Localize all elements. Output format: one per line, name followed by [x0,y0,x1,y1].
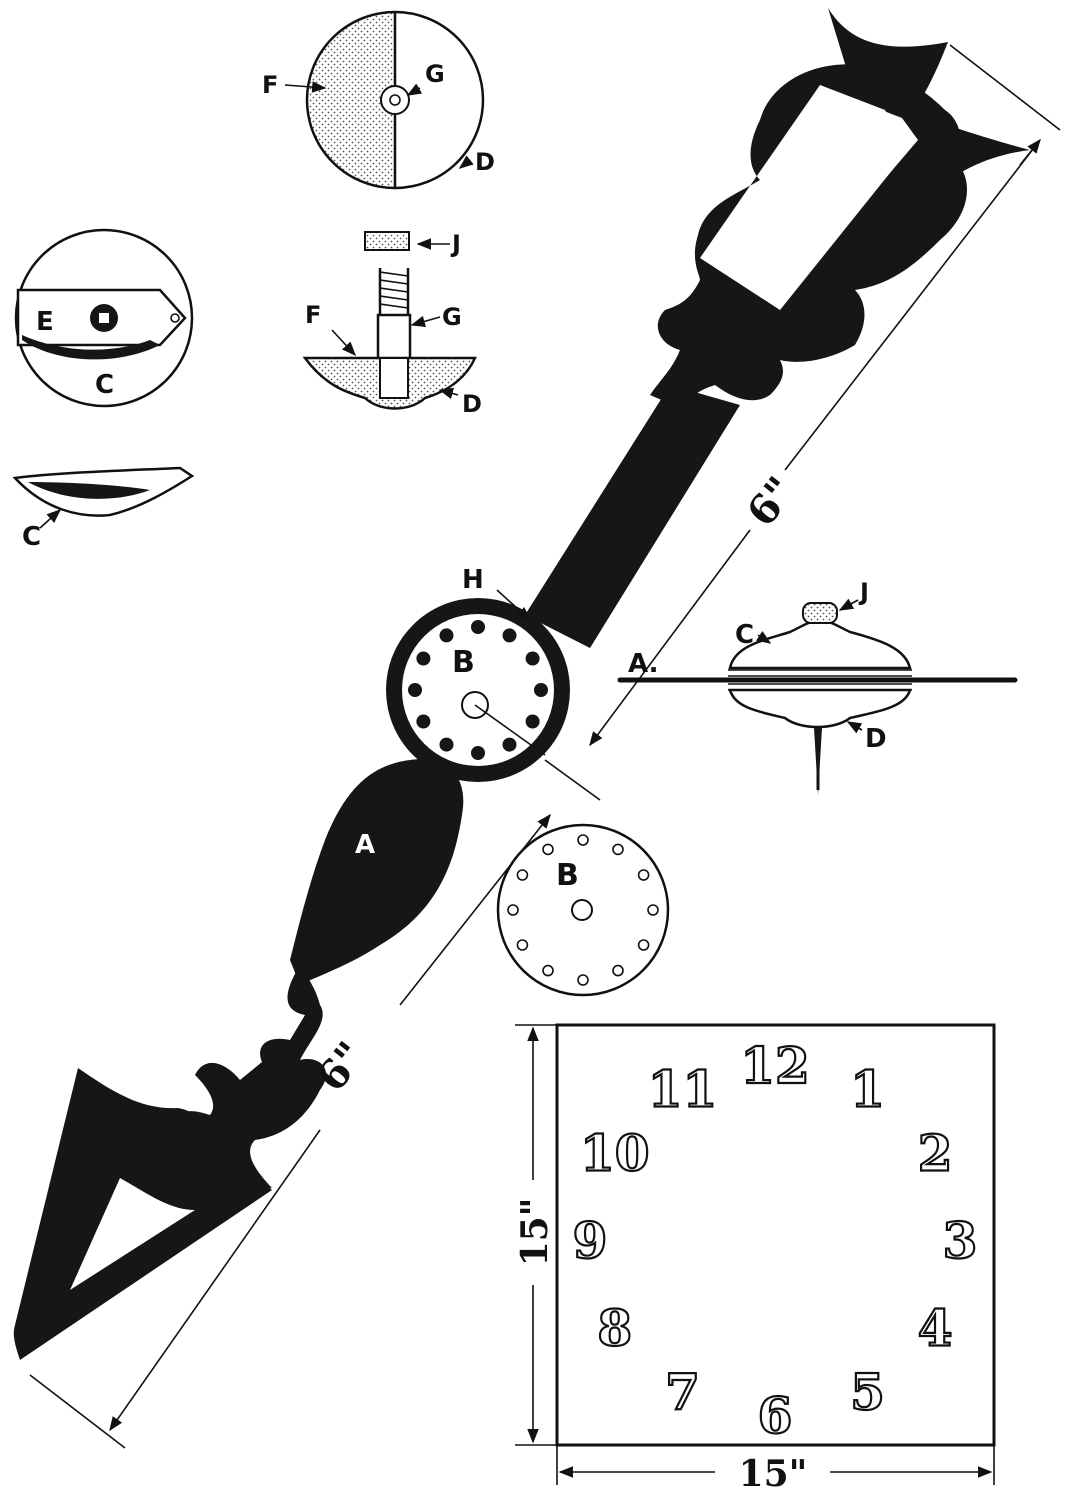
hub-hole [416,714,431,729]
hub-hole [471,746,485,760]
detail-disc-side-view: J F G D [302,230,482,418]
disc-hole [577,834,589,846]
disc-hole [612,843,624,856]
dial-number-10: 10 [580,1124,650,1183]
label-B-disc: B [556,858,579,893]
hand-arrowhead [13,1068,272,1360]
label-B-hub: B [452,645,475,680]
hub-radius-line [474,704,546,756]
dial-number-9: 9 [573,1211,608,1270]
disc-hole [516,869,529,881]
label-C-circle: C [95,370,114,400]
disc-hole [542,964,554,977]
clock-hand [13,8,1030,1360]
hub-holes [408,620,548,760]
label-C-side: C [22,522,41,552]
label-D-assembly: D [865,724,887,754]
detail-assembly-side-view: A. C J D [617,578,1018,795]
detail-disc-top-view: F G D [262,10,495,190]
detail-cap-side-view: C [12,466,195,552]
hub-hole [525,714,540,729]
dim-dial-height: 15" [514,1198,556,1267]
disc-hole [647,904,659,916]
dial-number-12: 12 [740,1036,810,1095]
detail-cap-top-view: E C [14,228,194,408]
hub-hole [471,620,485,634]
label-F-top: F [262,71,278,99]
label-F-side: F [305,301,321,329]
disc-hole [637,869,650,881]
label-A-leaf: A [355,830,375,860]
label-G-top: G [425,60,445,88]
dial-number-11: 11 [648,1059,718,1118]
hand-lower-leaf [290,759,464,985]
pointer-H [496,589,532,621]
label-J-top: J [450,230,461,258]
hand-upper-shaft [525,385,740,648]
hand-crest [828,8,1030,190]
label-J-assembly: J [858,578,869,606]
disc-hole [507,904,519,916]
label-H: H [462,565,484,595]
hub-hole [525,651,540,666]
disc-hole [542,843,554,856]
dial-number-7: 7 [665,1363,700,1422]
disc-hole [637,939,650,951]
hub-hole [502,737,517,752]
hub-hole [534,683,548,697]
hand-upper-window [716,95,918,302]
label-E: E [36,307,54,337]
dial-number-2: 2 [918,1124,953,1183]
label-C-assembly: C [735,620,754,650]
label-D-side: D [462,390,482,418]
hub-hole [408,683,422,697]
hub-face [402,614,554,766]
dim-upper-6in: 6" [738,468,805,535]
dial-number-3: 3 [943,1211,978,1270]
hub-hole [439,737,454,752]
hub-hole [416,651,431,666]
label-D-top: D [475,148,495,176]
disc-hole [577,974,589,986]
disc-hole [612,964,624,977]
hub-hole [439,628,454,643]
label-A-assembly: A. [628,649,658,679]
dim-dial-width: 15" [739,1453,808,1495]
knurled-nut-J [364,231,410,251]
dial-number-4: 4 [918,1299,953,1358]
disc-hole [516,939,529,951]
label-G-side: G [442,303,462,331]
dial-number-1: 1 [850,1059,885,1118]
hand-upper-frame [650,64,967,410]
dial-number-8: 8 [597,1299,632,1358]
dial-number-5: 5 [850,1363,885,1422]
dial-number-6: 6 [758,1386,793,1445]
hub-hole [502,628,517,643]
dial-border [555,1023,996,1447]
detail-disc-B: B [496,823,670,997]
